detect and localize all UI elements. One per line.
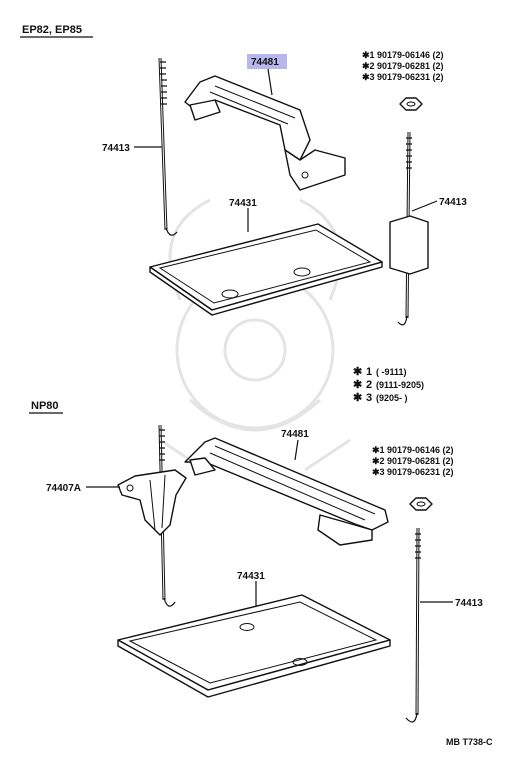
legend-mark-2: 2 [366,379,372,391]
legend-range-1: ( -9111) [376,367,407,377]
clamp-top [184,75,346,191]
diagram-code: MB T738-C [446,737,493,747]
svg-text:✱3: ✱3 [362,72,375,82]
legend-mark-1: 1 [366,366,372,378]
clamp-bottom [184,437,389,546]
label-rod-bottom: 74413 [455,598,483,609]
section-title-bottom: NP80 [31,400,59,412]
svg-text:✱3: ✱3 [372,467,385,477]
svg-text:✱2: ✱2 [362,61,375,71]
legend-mark-3: 3 [366,392,372,404]
svg-text:✱: ✱ [353,366,362,378]
nut-bottom [409,497,433,511]
label-tray-top: 74431 [229,198,257,209]
rod-left-top [158,57,178,236]
label-rod-right-top: 74413 [439,197,467,208]
label-tray-bottom: 74431 [237,571,265,582]
svg-text:✱2: ✱2 [372,456,385,466]
note-bottom-2: 90179-06281 (2) [387,456,454,466]
note-top-3: 90179-06231 (2) [377,72,444,82]
label-rod-left-top: 74413 [102,143,130,154]
notes-bottom: ✱1 90179-06146 (2) ✱2 90179-06281 (2) ✱3… [372,445,454,477]
label-clamp-bottom: 74481 [281,429,309,440]
legend: ✱ 1 ( -9111) ✱ 2 (9111-9205) ✱ 3 (9205- … [353,366,424,404]
highlight-box [247,54,287,69]
svg-text:✱1: ✱1 [362,50,375,60]
notes-top: ✱1 90179-06146 (2) ✱2 90179-06281 (2) ✱3… [362,50,444,82]
label-clamp-top: 74481 [251,57,279,68]
note-bottom-3: 90179-06231 (2) [387,467,454,477]
legend-range-2: (9111-9205) [376,380,424,390]
bracket-bottom [117,469,187,536]
rod-right-top [389,131,429,326]
tray-top [149,223,383,316]
label-bracket-bottom: 74407A [46,483,81,494]
note-top-2: 90179-06281 (2) [377,61,444,71]
svg-text:✱1: ✱1 [372,445,385,455]
note-bottom-1: 90179-06146 (2) [387,445,454,455]
rod-right-bottom [405,527,421,723]
section-title-top: EP82, EP85 [22,24,82,36]
nut-top [399,97,423,111]
svg-text:✱: ✱ [353,379,362,391]
svg-text:✱: ✱ [353,392,362,404]
legend-range-3: (9205- ) [376,393,408,403]
note-top-1: 90179-06146 (2) [377,50,444,60]
tray-bottom [117,594,391,698]
